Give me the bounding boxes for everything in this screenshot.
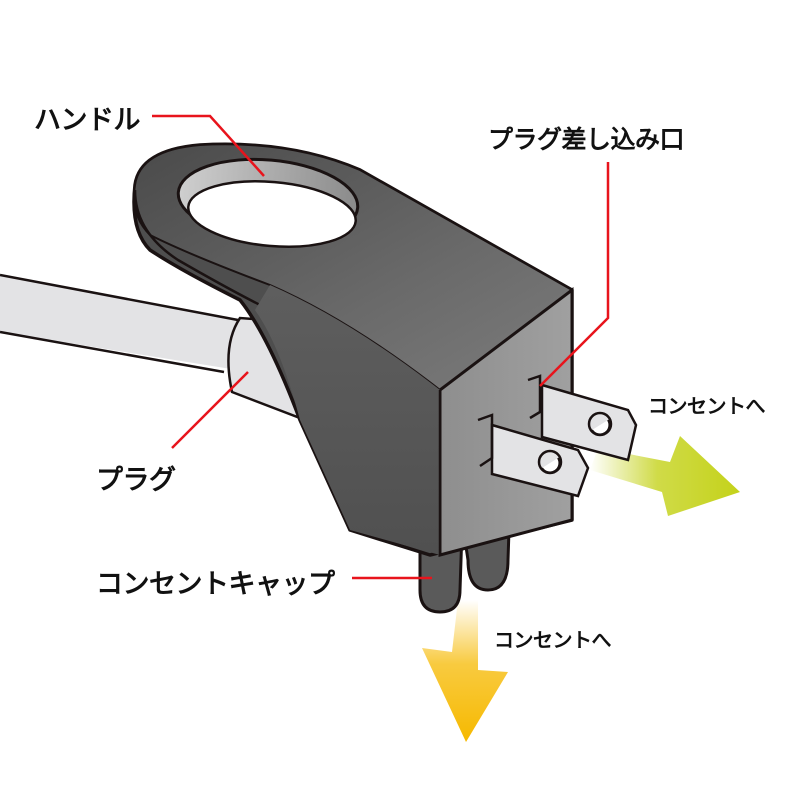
leader-handle <box>152 114 265 177</box>
plug-body <box>132 142 574 557</box>
arrow-down-icon <box>422 600 508 742</box>
label-outlet-cap: コンセントキャップ <box>96 569 335 600</box>
label-plug-socket: プラグ差し込み口 <box>488 125 685 154</box>
label-handle: ハンドル <box>34 105 141 136</box>
plug-blades <box>477 374 638 498</box>
cord <box>0 273 303 421</box>
leader-socket <box>539 162 610 387</box>
label-to-outlet-right: コンセントへ <box>648 394 766 418</box>
label-plug: プラグ <box>96 465 176 496</box>
leader-plug <box>171 371 249 449</box>
label-to-outlet-down: コンセントへ <box>494 628 612 652</box>
leader-lines <box>152 114 610 580</box>
